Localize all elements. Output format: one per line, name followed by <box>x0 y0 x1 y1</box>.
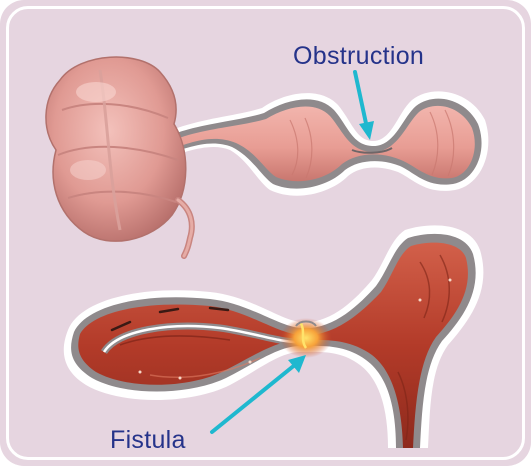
lower-bowel-illustration <box>64 225 484 448</box>
upper-bowel-illustration <box>46 57 488 256</box>
fistula-label: Fistula <box>110 428 186 453</box>
obstruction-label: Obstruction <box>293 44 424 69</box>
obstruction-arrow <box>355 72 374 140</box>
